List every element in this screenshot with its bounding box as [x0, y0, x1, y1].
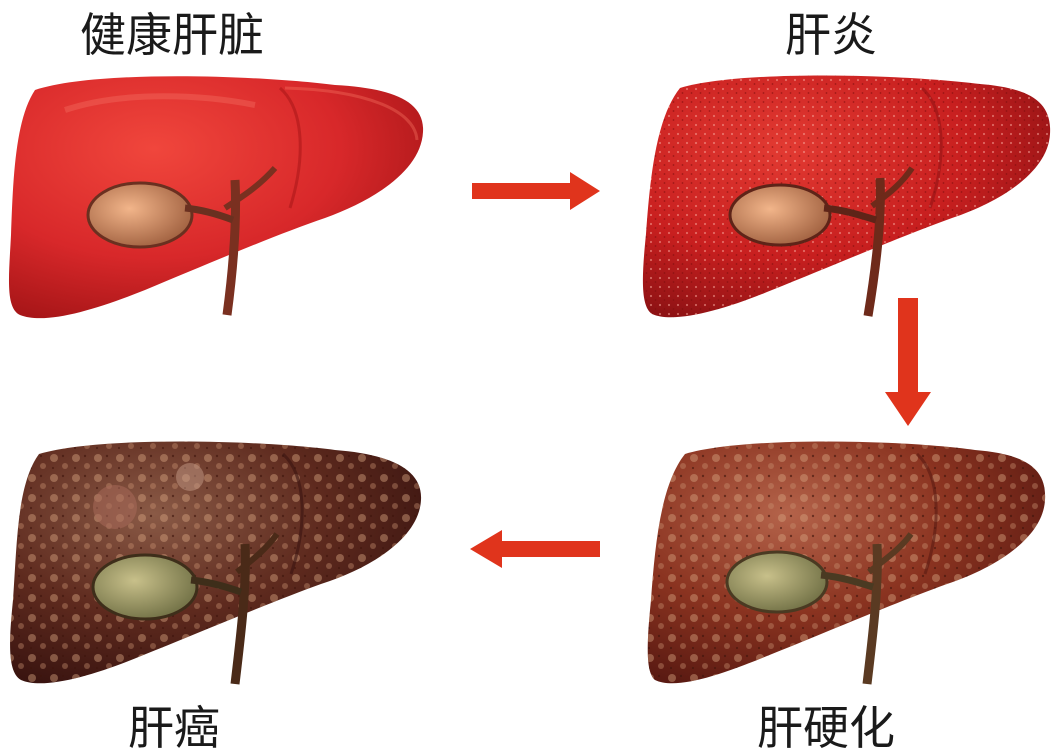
stage-label-cirrhosis: 肝硬化 — [757, 705, 895, 751]
cancer-liver-illustration — [5, 432, 430, 697]
hepatitis-liver-illustration — [640, 68, 1051, 330]
cirrhosis-liver-illustration — [645, 432, 1050, 697]
stage-label-hepatitis: 肝炎 — [785, 12, 877, 58]
arrow-left-icon — [470, 530, 600, 568]
healthy-liver-illustration — [5, 70, 430, 330]
stage-label-healthy: 健康肝脏 — [80, 12, 264, 58]
arrow-down-icon — [885, 298, 931, 426]
stage-label-cancer: 肝癌 — [128, 705, 220, 751]
arrow-right-icon — [472, 172, 600, 210]
